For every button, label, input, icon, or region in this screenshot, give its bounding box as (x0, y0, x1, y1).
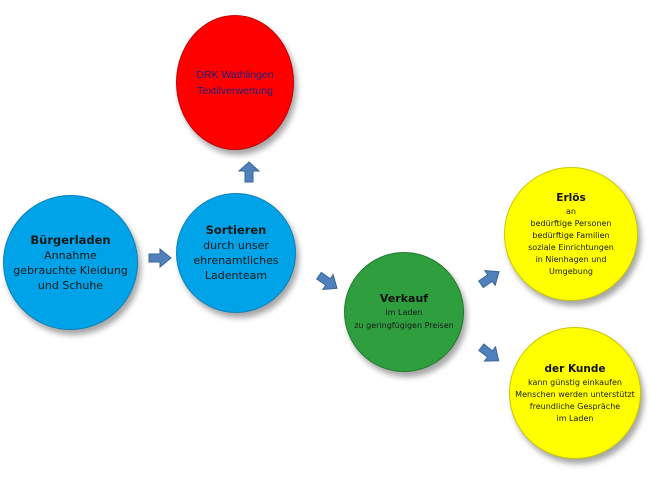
kunde-line2: Menschen werden unterstützt (515, 389, 635, 399)
erloes-line5: in Nienhagen und (535, 254, 607, 264)
node-verkauf: Verkauf im Laden zu geringfügigen Preise… (344, 252, 464, 372)
erloes-line1: an (566, 206, 576, 216)
sortieren-line3: Ladenteam (204, 269, 268, 282)
buergerladen-line3: und Schuhe (37, 278, 104, 292)
kunde-line4: im Laden (556, 413, 594, 423)
arrow-up-icon (237, 161, 261, 183)
node-sortieren: Sortieren durch unser ehrenamtliches Lad… (176, 193, 296, 313)
sortieren-title: Sortieren (205, 223, 267, 237)
sortieren-line1: durch unser (203, 239, 269, 252)
verkauf-line2: zu geringfügigen Preisen (354, 321, 454, 330)
sortieren-line2: ehrenamtliches (193, 254, 279, 267)
arrow-down-right-icon-2 (478, 343, 500, 362)
erloes-line4: soziale Einrichtungen (528, 242, 614, 252)
verkauf-title: Verkauf (379, 292, 429, 305)
drk-title-line1: DRK Wathlingen (196, 68, 274, 81)
verkauf-line1: im Laden (385, 308, 423, 317)
erloes-line2: bedürftige Personen (530, 218, 612, 228)
drk-title-line2: Textilverwertung (197, 84, 273, 97)
kunde-line3: freundliche Gespräche (529, 401, 621, 411)
buergerladen-line1: Annahme (44, 248, 97, 262)
arrow-down-right-icon (315, 271, 338, 290)
node-buergerladen: Bürgerladen Annahme gebrauchte Kleidung … (3, 195, 138, 330)
erloes-line6: Umgebung (549, 266, 593, 276)
kunde-line1: kann günstig einkaufen (528, 377, 622, 387)
node-drk-wathlingen: DRK Wathlingen Textilverwertung (176, 15, 294, 150)
buergerladen-title: Bürgerladen (30, 232, 111, 247)
buergerladen-line2: gebrauchte Kleidung (13, 263, 128, 277)
node-der-kunde: der Kunde kann günstig einkaufen Mensche… (509, 327, 641, 459)
arrow-right-icon (148, 248, 172, 268)
erloes-line3: bedürftige Familien (532, 230, 610, 240)
node-erloes: Erlös an bedürftige Personen bedürftige … (504, 167, 638, 301)
kunde-title: der Kunde (544, 362, 606, 375)
arrow-up-right-icon (477, 270, 500, 289)
erloes-title: Erlös (556, 191, 586, 204)
